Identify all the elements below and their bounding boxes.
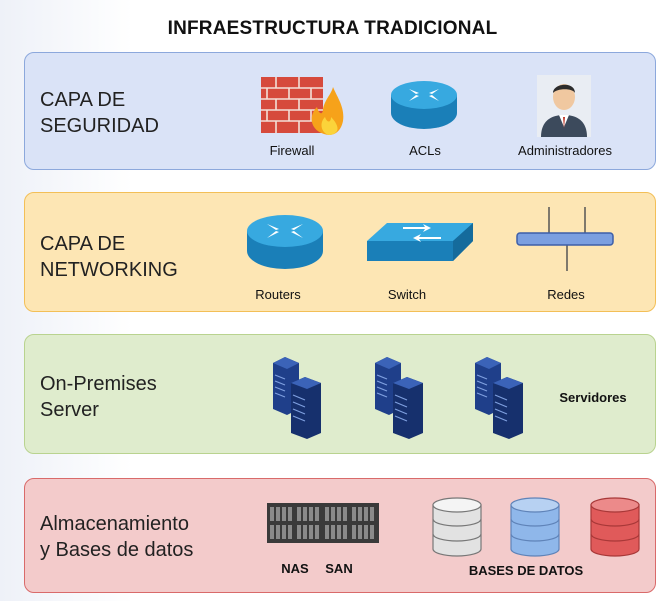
firewall-caption: Firewall: [269, 143, 315, 158]
storage-layer-label: Almacenamiento y Bases de datos: [40, 511, 193, 563]
database-icon: [590, 497, 640, 557]
storage-layer: Almacenamiento y Bases de datos NAS SAN: [24, 478, 656, 593]
security-label-line1: CAPA DE: [40, 89, 126, 111]
database-icon: [510, 497, 560, 557]
switch-icon: [367, 223, 473, 261]
storage-label-line2: y Bases de datos: [40, 539, 194, 561]
diagram-title: INFRAESTRUCTURA TRADICIONAL: [167, 18, 498, 39]
storage-array-icon: [267, 503, 379, 543]
database-icon: [432, 497, 482, 557]
acls-caption: ACLs: [409, 143, 441, 158]
networking-layer: CAPA DE NETWORKING Routers Switch Redes: [24, 192, 656, 312]
admins-caption: Administradores: [518, 143, 612, 158]
san-caption: SAN: [325, 561, 353, 576]
security-layer-label: CAPA DE SEGURIDAD: [40, 87, 159, 139]
networking-label-line1: CAPA DE: [40, 233, 126, 255]
server-rack-icon: [475, 357, 523, 439]
router-icon: [391, 81, 457, 129]
server-label-line2: Server: [40, 399, 99, 421]
server-layer: On-Premises Server: [24, 334, 656, 454]
routers-icon: [247, 215, 323, 269]
switch-caption: Switch: [387, 287, 427, 302]
servidores-caption: Servidores: [559, 390, 627, 405]
network-bus-icon: [516, 207, 614, 271]
routers-caption: Routers: [255, 287, 301, 302]
networking-layer-label: CAPA DE NETWORKING: [40, 231, 178, 283]
server-rack-icon: [273, 357, 321, 439]
admin-avatar-icon: [537, 75, 591, 137]
security-label-line2: SEGURIDAD: [40, 115, 159, 137]
storage-label-line1: Almacenamiento: [40, 513, 189, 535]
server-layer-label: On-Premises Server: [40, 371, 157, 423]
redes-caption: Redes: [547, 287, 585, 302]
security-layer: CAPA DE SEGURIDAD Firewall ACLs: [24, 52, 656, 170]
networking-label-line2: NETWORKING: [40, 259, 178, 281]
firewall-icon: [261, 77, 344, 135]
bases-de-datos-caption: BASES DE DATOS: [468, 563, 584, 578]
nas-caption: NAS: [281, 561, 309, 576]
server-rack-icon: [375, 357, 423, 439]
server-label-line1: On-Premises: [40, 373, 157, 395]
